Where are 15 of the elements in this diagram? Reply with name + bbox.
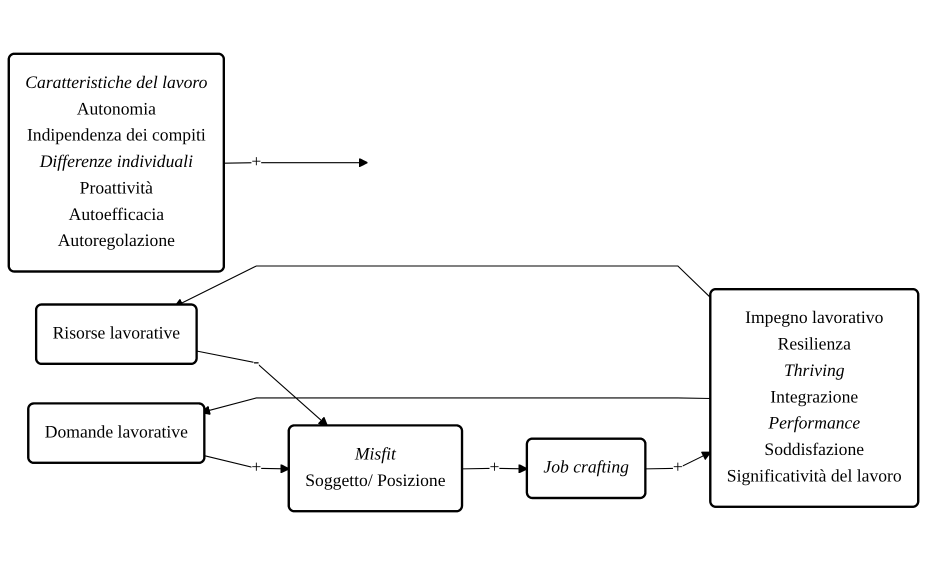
edge-label: +: [251, 152, 262, 172]
process-box: Impegno lavorativo Resilienza Thriving Integrazione Performance Soddisfazione Significatività del lavoro: [709, 288, 920, 508]
process-box: Caratteristiche del lavoro Autonomia Indipendenza dei compiti Differenze individuali Proattività Autoefficacia Autoregolazione: [8, 52, 225, 273]
process-box: Domande lavorative: [27, 402, 206, 464]
edge-label: -: [253, 352, 260, 372]
arrow: [204, 455, 290, 474]
arrow: [462, 464, 528, 474]
edge-label: +: [490, 458, 500, 478]
process-box: Misfit Soggetto/ Posizione: [288, 424, 464, 512]
edge-label: +: [251, 458, 262, 478]
process-box: Risorse lavorative: [34, 303, 198, 365]
arrow: [224, 158, 368, 168]
arrow: [646, 452, 712, 470]
process-box: Job crafting: [526, 438, 646, 500]
edge-label: +: [672, 458, 683, 478]
